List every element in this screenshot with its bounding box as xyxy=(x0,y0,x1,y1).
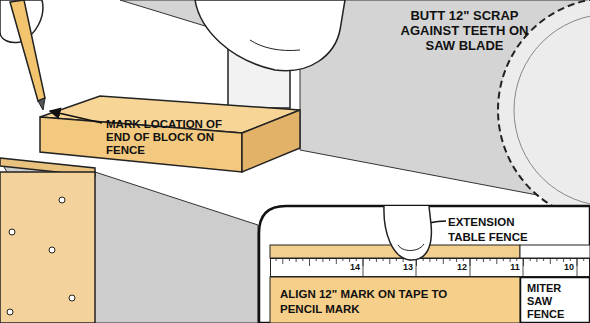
tape-number: 12 xyxy=(454,262,470,273)
node-text: ALIGN 12" MARK ON TAPE TO PENCIL MARK xyxy=(280,287,455,317)
measuring-tape: 14 13 12 11 10 xyxy=(270,258,590,277)
node-text: EXTENSION TABLE FENCE xyxy=(448,215,540,245)
wood-block: MARK LOCATION OF END OF BLOCK ON FENCE xyxy=(38,92,302,176)
pencil xyxy=(10,0,45,101)
tape-outline xyxy=(270,258,590,277)
instruction-note: BUTT 12" SCRAP AGAINST TEETH ON SAW BLAD… xyxy=(392,8,537,53)
tape-number: 13 xyxy=(400,262,416,273)
tape-number: 10 xyxy=(561,262,577,273)
extension-table xyxy=(0,160,258,323)
pencil-hand xyxy=(0,0,43,43)
extension-fence xyxy=(0,172,95,323)
screw xyxy=(7,309,13,315)
pencil-tip xyxy=(38,98,45,110)
left-hand xyxy=(195,0,345,71)
screw xyxy=(49,247,55,253)
screw xyxy=(9,229,15,235)
screw xyxy=(59,197,65,203)
node-text: MITER SAW FENCE xyxy=(527,282,573,321)
tape-number: 11 xyxy=(507,262,523,273)
miter-saw-fence: MITER SAW FENCE xyxy=(520,277,590,323)
tape-number: 14 xyxy=(347,262,363,273)
hand-crease xyxy=(250,40,300,51)
inset-detail: EXTENSION TABLE FENCE ALIGN 12" MARK ON T… xyxy=(258,205,590,323)
saw-blade-inner xyxy=(514,14,590,206)
screw xyxy=(69,295,75,301)
node-text: MARK LOCATION OF END OF BLOCK ON FENCE xyxy=(106,118,234,157)
